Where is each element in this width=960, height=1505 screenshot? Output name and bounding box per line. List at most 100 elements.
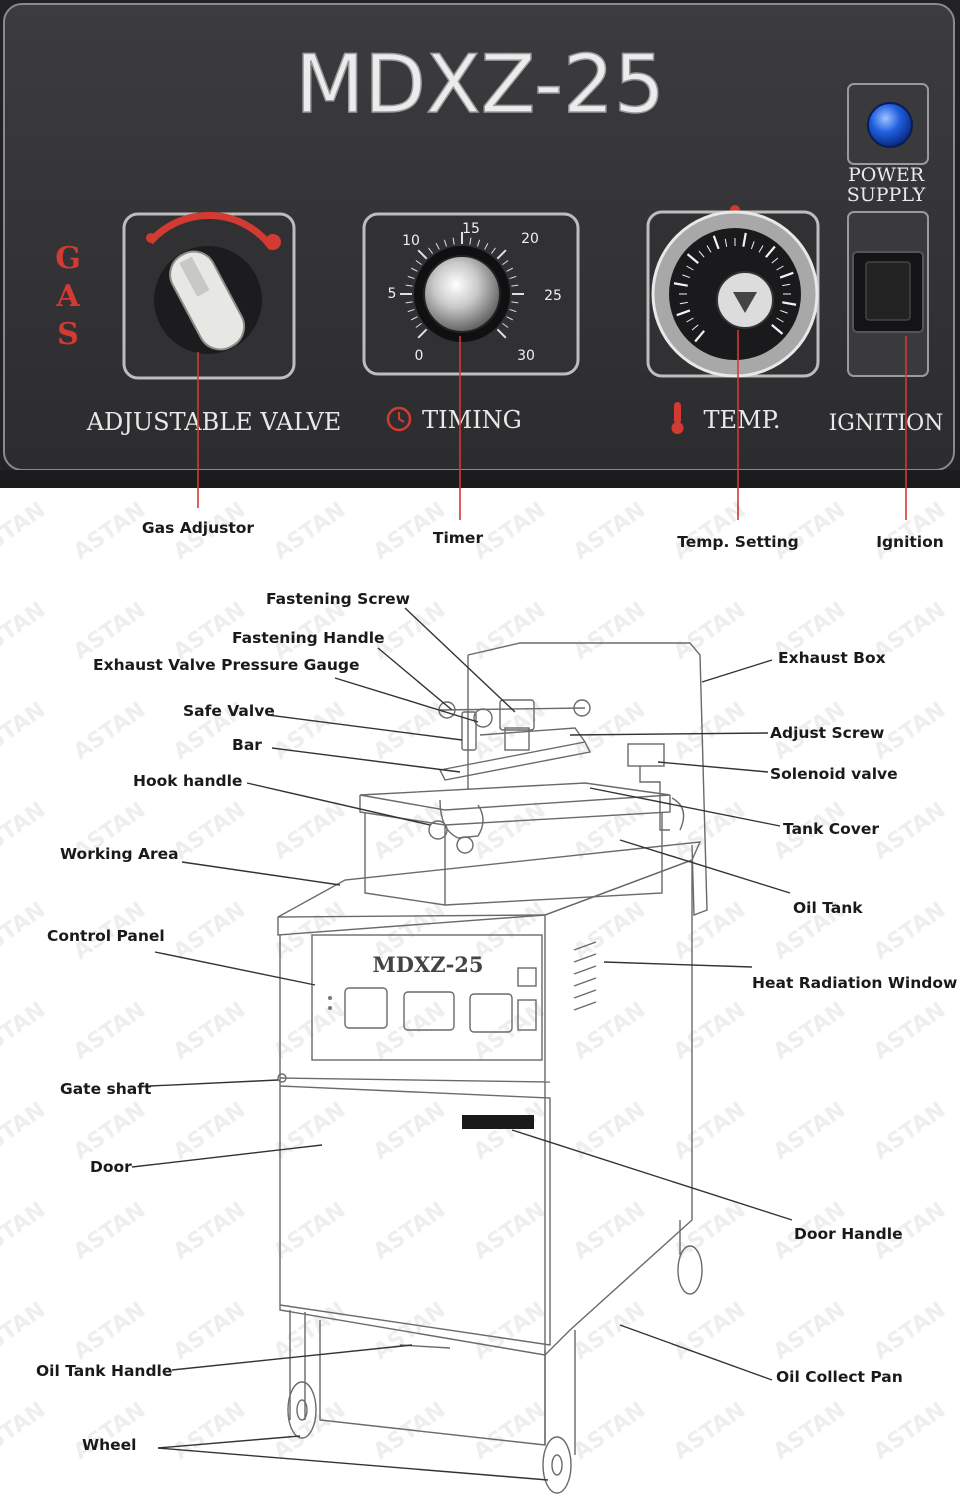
timer-scale-5: 5 [388, 286, 397, 302]
svg-text:ASTAN: ASTAN [0, 1298, 50, 1365]
hook-handle-label: Hook handle [133, 772, 242, 790]
power-supply-label-line2: SUPPLY [847, 184, 926, 206]
safe-valve-label: Safe Valve [183, 702, 275, 720]
svg-text:ASTAN: ASTAN [269, 898, 350, 965]
svg-text:ASTAN: ASTAN [0, 1198, 50, 1265]
svg-text:ASTAN: ASTAN [0, 498, 50, 565]
svg-text:ASTAN: ASTAN [669, 698, 750, 765]
pressure-gauge-icon [473, 708, 493, 728]
cabinet-temp-dial [469, 993, 513, 1033]
cabinet-front [279, 915, 546, 1356]
large-flame-icon [265, 234, 281, 250]
gas-label: G A S [55, 241, 81, 352]
power-supply-label-line1: POWER [848, 164, 925, 186]
oil-collect-pan-label: Oil Collect Pan [776, 1368, 903, 1386]
gate-shaft-label: Gate shaft [60, 1080, 152, 1098]
door-label: Door [90, 1158, 132, 1176]
bar-label: Bar [232, 736, 262, 754]
gas-valve-control[interactable] [122, 212, 296, 380]
svg-text:ASTAN: ASTAN [469, 1398, 550, 1465]
gas-adjustor-label: Gas Adjustor [142, 519, 255, 537]
adjustable-valve-label: ADJUSTABLE VALVE [86, 408, 342, 436]
ignition-control[interactable] [847, 211, 929, 377]
svg-text:ASTAN: ASTAN [0, 798, 50, 865]
svg-text:ASTAN: ASTAN [469, 1098, 550, 1165]
svg-text:ASTAN: ASTAN [569, 598, 650, 665]
svg-text:ASTAN: ASTAN [469, 1298, 550, 1365]
wheel-label: Wheel [82, 1436, 136, 1454]
svg-text:ASTAN: ASTAN [69, 598, 150, 665]
svg-text:ASTAN: ASTAN [69, 698, 150, 765]
ignition-panel-label: IGNITION [829, 411, 944, 436]
svg-text:ASTAN: ASTAN [269, 998, 350, 1065]
svg-text:ASTAN: ASTAN [469, 598, 550, 665]
svg-text:ASTAN: ASTAN [269, 1398, 350, 1465]
svg-text:ASTAN: ASTAN [169, 798, 250, 865]
svg-text:ASTAN: ASTAN [0, 598, 50, 665]
svg-text:ASTAN: ASTAN [0, 1398, 50, 1465]
svg-text:ASTAN: ASTAN [69, 998, 150, 1065]
timer-knob[interactable] [423, 255, 501, 333]
svg-text:ASTAN: ASTAN [69, 498, 150, 565]
fastening-screw [499, 699, 535, 731]
solenoid-valve [627, 743, 665, 767]
svg-text:ASTAN: ASTAN [169, 1198, 250, 1265]
svg-text:ASTAN: ASTAN [569, 1398, 650, 1465]
svg-text:ASTAN: ASTAN [369, 998, 450, 1065]
svg-text:ASTAN: ASTAN [0, 1098, 50, 1165]
svg-text:ASTAN: ASTAN [0, 998, 50, 1065]
svg-text:ASTAN: ASTAN [669, 498, 750, 565]
lid-bar [438, 741, 592, 781]
svg-text:ASTAN: ASTAN [569, 1098, 650, 1165]
oil-tank [364, 812, 446, 906]
clock-icon [386, 406, 412, 432]
svg-text:ASTAN: ASTAN [669, 1098, 750, 1165]
timer-scale-0: 0 [415, 348, 424, 364]
svg-text:ASTAN: ASTAN [869, 1398, 950, 1465]
svg-text:ASTAN: ASTAN [769, 498, 850, 565]
gas-knob[interactable] [162, 244, 251, 357]
svg-text:ASTAN: ASTAN [669, 598, 750, 665]
svg-text:ASTAN: ASTAN [769, 1098, 850, 1165]
svg-text:ASTAN: ASTAN [669, 998, 750, 1065]
timer-scale-10: 10 [402, 233, 420, 249]
cabinet-control-panel [311, 934, 543, 1061]
timer-scale-20: 20 [521, 231, 539, 247]
oil-tank-label: Oil Tank [793, 899, 863, 917]
svg-text:ASTAN: ASTAN [369, 1198, 450, 1265]
power-lamp-icon [867, 102, 913, 148]
timer-control[interactable]: 0 5 10 15 20 25 30 [362, 212, 580, 376]
solenoid-valve-label: Solenoid valve [770, 765, 898, 783]
heat-radiation-window [573, 941, 597, 1011]
fryer-drawing: MDXZ-25 [277, 642, 708, 1494]
ignition-rocker [865, 261, 911, 321]
temp-knob-logo-icon [733, 292, 757, 313]
svg-text:ASTAN: ASTAN [369, 1098, 450, 1165]
svg-text:ASTAN: ASTAN [269, 1198, 350, 1265]
ignition-label: Ignition [876, 533, 944, 551]
fastening-screw-label: Fastening Screw [266, 590, 410, 608]
cabinet-model-label: MDXZ-25 [372, 952, 483, 977]
adjust-screw-label: Adjust Screw [770, 724, 884, 742]
svg-text:ASTAN: ASTAN [869, 498, 950, 565]
temp-label: TEMP. [703, 406, 780, 434]
svg-text:ASTAN: ASTAN [269, 1098, 350, 1165]
timing-label: TIMING [422, 406, 522, 434]
svg-text:ASTAN: ASTAN [769, 1298, 850, 1365]
gas-flame-arc [147, 212, 275, 251]
svg-text:ASTAN: ASTAN [269, 1298, 350, 1365]
heat-radiation-window-label: Heat Radiation Window [752, 974, 957, 992]
panel-model-title: MDXZ-25 [295, 38, 665, 131]
cabinet-door [279, 1085, 551, 1346]
svg-text:ASTAN: ASTAN [69, 1398, 150, 1465]
panel-bottom-edge [0, 470, 960, 488]
control-panel-label: Control Panel [47, 927, 165, 945]
temp-control[interactable] [646, 205, 820, 378]
timer-scale-25: 25 [544, 288, 562, 304]
svg-text:ASTAN: ASTAN [869, 1298, 950, 1365]
part-leader-lines [131, 607, 793, 1481]
oil-tank-handle-label: Oil Tank Handle [36, 1362, 172, 1380]
svg-text:ASTAN: ASTAN [169, 998, 250, 1065]
svg-text:ASTAN: ASTAN [369, 1298, 450, 1365]
